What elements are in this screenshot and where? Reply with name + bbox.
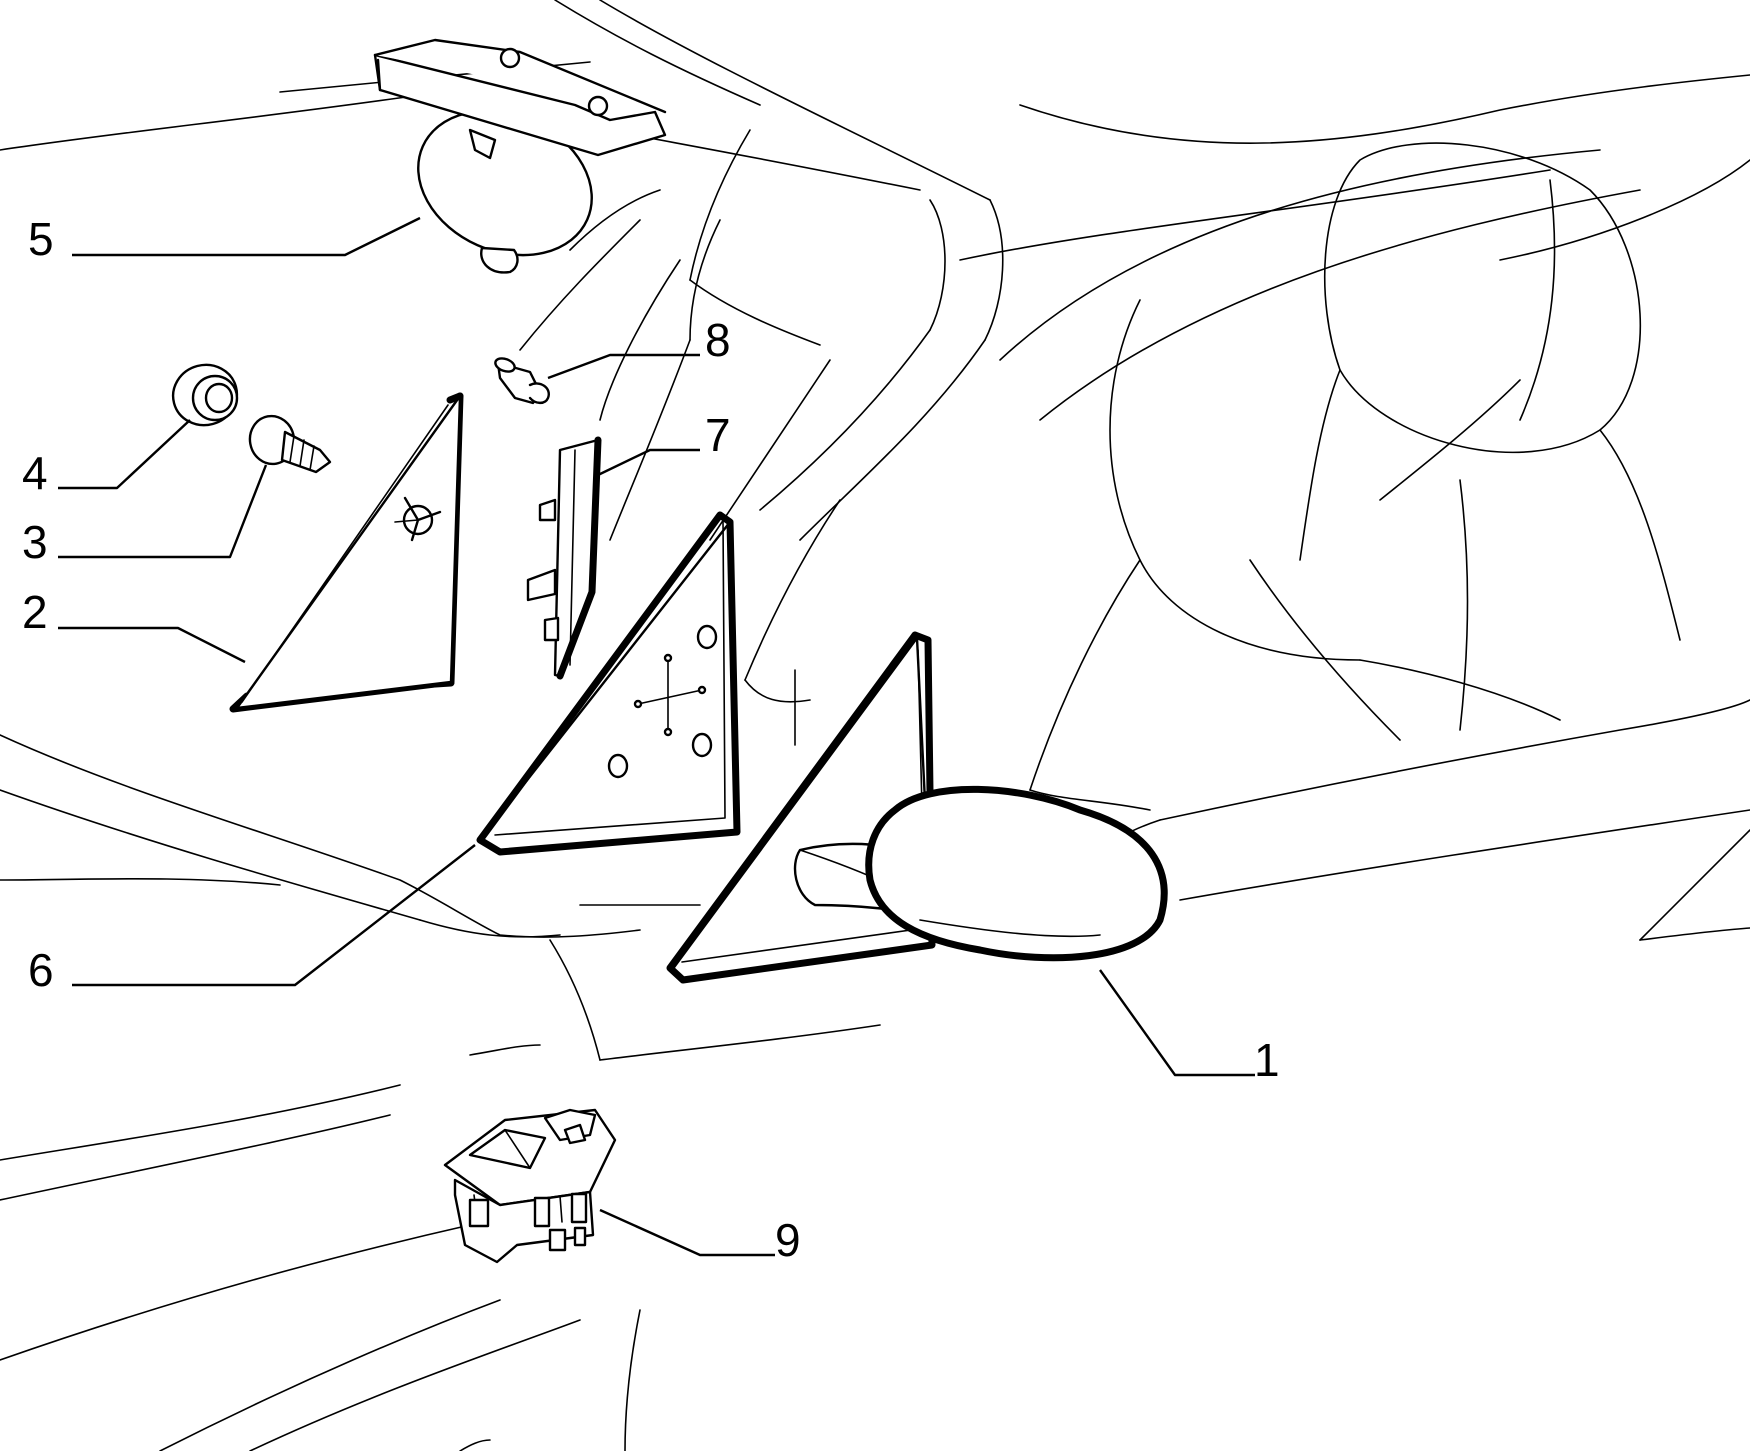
callout-4: 4 [22,447,48,499]
callout-9: 9 [775,1214,801,1266]
callout-8: 8 [705,314,731,366]
glass-triangle-part [229,392,464,713]
bushing-part [171,363,239,427]
leader-2 [58,626,246,664]
callout-labels: 5 8 4 7 3 2 6 1 9 [22,213,1280,1266]
leader-4 [58,419,191,490]
exterior-mirror-part [666,631,1168,984]
leader-8 [547,353,700,380]
leader-6 [72,844,476,987]
callout-1: 1 [1254,1034,1280,1086]
callout-5: 5 [28,213,54,265]
callout-6: 6 [28,944,54,996]
callout-7: 7 [705,409,731,461]
leader-lines [58,216,1255,1257]
leader-7 [597,448,700,477]
callout-3: 3 [22,516,48,568]
leader-9 [599,1208,775,1257]
leader-1 [1099,969,1255,1077]
rail-bracket-part [526,436,602,680]
leader-3 [58,464,268,559]
pin-part [494,357,550,405]
screw-part [248,414,332,474]
interior-mirror-part [373,38,667,274]
mirror-base-plate-part [476,511,741,856]
leader-5 [72,216,421,257]
window-switch-part [443,1108,617,1264]
callout-2: 2 [22,586,48,638]
